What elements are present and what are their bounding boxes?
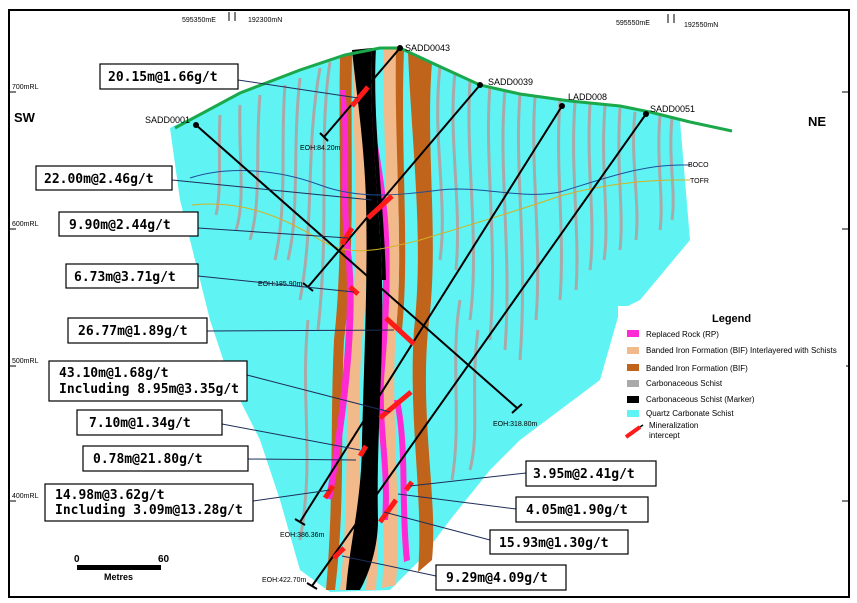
legend-item-mineral-2: intercept bbox=[649, 431, 680, 440]
intercept-box-12: 15.93m@1.30g/t bbox=[489, 529, 629, 555]
intercept-box-11: 4.05m@1.90g/t bbox=[515, 496, 649, 523]
hole-collars bbox=[193, 45, 649, 128]
svg-text:14.98m@3.62g/t: 14.98m@3.62g/t bbox=[55, 488, 165, 503]
legend-item-bif: Banded Iron Formation (BIF) bbox=[646, 364, 748, 373]
label-sw: SW bbox=[14, 110, 36, 125]
tofr-label: TOFR bbox=[690, 178, 709, 185]
rl-axis-left: 700mRL 600mRL 500mRL 400mRL bbox=[9, 84, 39, 502]
rl-400: 400mRL bbox=[12, 493, 39, 500]
hole-sadd0001-trace bbox=[195, 124, 518, 409]
legend-item-rp: Replaced Rock (RP) bbox=[646, 330, 719, 339]
mineral-intercepts bbox=[322, 85, 416, 560]
intercept-box-5: 26.77m@1.89g/t bbox=[67, 317, 208, 344]
topography bbox=[174, 46, 733, 133]
svg-text:43.10m@1.68g/t: 43.10m@1.68g/t bbox=[59, 366, 169, 381]
legend-swatch-mineral bbox=[624, 425, 642, 439]
svg-text:Including 8.95m@3.35g/t: Including 8.95m@3.35g/t bbox=[59, 382, 239, 397]
hole-label-ladd008: LADD008 bbox=[568, 92, 607, 102]
intercept-box-7: 7.10m@1.34g/t bbox=[76, 409, 223, 436]
intercept-box-13: 9.29m@4.09g/t bbox=[435, 564, 567, 591]
hole-sadd0039-trace bbox=[307, 84, 481, 288]
svg-text:0.78m@21.80g/t: 0.78m@21.80g/t bbox=[93, 452, 203, 467]
legend-swatch-bif-schist bbox=[627, 347, 639, 354]
hole-sadd0051-trace bbox=[311, 113, 647, 587]
legend-item-bif-schist: Banded Iron Formation (BIF) Interlayered… bbox=[646, 346, 837, 355]
tofr-horizon bbox=[191, 179, 681, 252]
coord-right-easting: 595550mE bbox=[616, 20, 650, 27]
legend-swatch-bif bbox=[627, 364, 639, 371]
intercept-box-9: 14.98m@3.62g/t Including 3.09m@13.28g/t bbox=[44, 483, 254, 522]
hole-label-sadd0051: SADD0051 bbox=[650, 104, 695, 114]
eoh-label-1: EOH:84.20m bbox=[300, 145, 341, 152]
legend-swatch-rp bbox=[627, 330, 639, 337]
hole-label-sadd0001: SADD0001 bbox=[145, 115, 190, 125]
eoh-label-5: EOH:422.70m bbox=[262, 577, 307, 584]
coord-left-northing: 192300mN bbox=[248, 17, 282, 24]
legend-swatch-cs bbox=[627, 380, 639, 387]
svg-text:26.77m@1.89g/t: 26.77m@1.89g/t bbox=[78, 324, 188, 339]
intercept-box-4: 6.73m@3.71g/t bbox=[65, 263, 199, 289]
svg-text:4.05m@1.90g/t: 4.05m@1.90g/t bbox=[526, 503, 628, 518]
svg-text:Including 3.09m@13.28g/t: Including 3.09m@13.28g/t bbox=[55, 503, 243, 518]
legend-bg bbox=[618, 306, 846, 446]
scale-zero: 0 bbox=[74, 554, 80, 565]
svg-text:15.93m@1.30g/t: 15.93m@1.30g/t bbox=[499, 536, 609, 551]
scale-unit: Metres bbox=[104, 572, 133, 582]
legend-swatch-marker bbox=[627, 396, 639, 403]
rl-700: 700mRL bbox=[12, 84, 39, 91]
legend-item-mineral-1: Mineralization bbox=[649, 421, 698, 430]
svg-text:22.00m@2.46g/t: 22.00m@2.46g/t bbox=[44, 172, 154, 187]
intercept-box-3: 9.90m@2.44g/t bbox=[58, 211, 199, 237]
legend-item-marker: Carbonaceous Schist (Marker) bbox=[646, 395, 755, 404]
rl-500: 500mRL bbox=[12, 358, 39, 365]
leader-lines bbox=[171, 79, 527, 577]
coord-right-northing: 192550mN bbox=[684, 22, 718, 29]
svg-text:7.10m@1.34g/t: 7.10m@1.34g/t bbox=[89, 416, 191, 431]
svg-text:9.29m@4.09g/t: 9.29m@4.09g/t bbox=[446, 571, 548, 586]
intercept-box-6: 43.10m@1.68g/t Including 8.95m@3.35g/t bbox=[48, 360, 248, 402]
svg-text:3.95m@2.41g/t: 3.95m@2.41g/t bbox=[533, 467, 635, 482]
svg-text:9.90m@2.44g/t: 9.90m@2.44g/t bbox=[69, 218, 171, 233]
intercept-box-2: 22.00m@2.46g/t bbox=[35, 165, 173, 191]
coord-left-easting: 595350mE bbox=[182, 17, 216, 24]
label-ne: NE bbox=[808, 114, 826, 129]
eoh-label-4: EOH:386.36m bbox=[280, 532, 325, 539]
scale-max: 60 bbox=[158, 554, 170, 565]
legend-item-cs: Carbonaceous Schist bbox=[646, 379, 723, 388]
svg-text:6.73m@3.71g/t: 6.73m@3.71g/t bbox=[74, 270, 176, 285]
legend-item-qcs: Quartz Carbonate Schist bbox=[646, 409, 734, 418]
legend-swatch-qcs bbox=[627, 410, 639, 417]
marker-schist bbox=[346, 48, 383, 590]
hole-ladd008-trace bbox=[299, 105, 563, 523]
eoh-label-3: EOH:318.80m bbox=[493, 421, 538, 428]
drill-holes bbox=[195, 47, 647, 590]
legend: Legend Replaced Rock (RP) Banded Iron Fo… bbox=[618, 306, 846, 446]
boco-horizon bbox=[189, 164, 681, 196]
rl-600: 600mRL bbox=[12, 221, 39, 228]
scale-bar: 0 60 Metres bbox=[74, 554, 170, 582]
hole-label-sadd0039: SADD0039 bbox=[488, 77, 533, 87]
boco-label: BOCO bbox=[688, 162, 709, 169]
intercept-box-10: 3.95m@2.41g/t bbox=[525, 460, 657, 487]
svg-text:20.15m@1.66g/t: 20.15m@1.66g/t bbox=[108, 70, 218, 85]
intercept-box-1: 20.15m@1.66g/t bbox=[99, 63, 239, 90]
hole-label-sadd0043: SADD0043 bbox=[405, 43, 450, 53]
legend-title: Legend bbox=[712, 313, 751, 325]
intercept-box-8: 0.78m@21.80g/t bbox=[82, 445, 249, 472]
